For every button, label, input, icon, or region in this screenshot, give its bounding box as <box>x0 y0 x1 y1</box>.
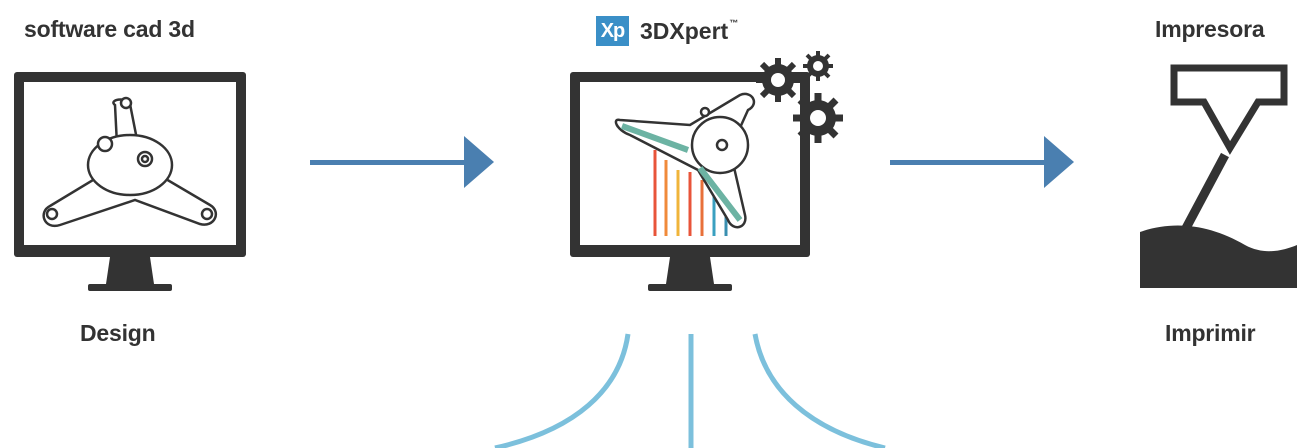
design-caption: Design <box>80 320 156 346</box>
gear-icon <box>756 51 843 143</box>
cad-software-title: software cad 3d <box>24 16 195 42</box>
xpert-brand-name: 3DXpert™ <box>640 18 738 45</box>
xpert-logo-icon: Xp <box>596 16 629 46</box>
branch-lines <box>494 333 886 448</box>
printer-nozzle-icon <box>1140 64 1297 288</box>
xpert-brand: Xp 3DXpert™ <box>596 14 738 48</box>
arrow-right-icon <box>890 136 1074 188</box>
cad-part-icon <box>42 96 218 228</box>
cad-monitor-icon <box>14 72 246 291</box>
xpert-monitor-icon <box>570 72 810 291</box>
printer-title: Impresora <box>1155 16 1265 42</box>
xpert-brand-text: 3DXpert <box>640 17 729 44</box>
trademark-symbol: ™ <box>729 17 739 28</box>
print-caption: Imprimir <box>1165 320 1256 346</box>
arrow-right-icon <box>310 136 494 188</box>
